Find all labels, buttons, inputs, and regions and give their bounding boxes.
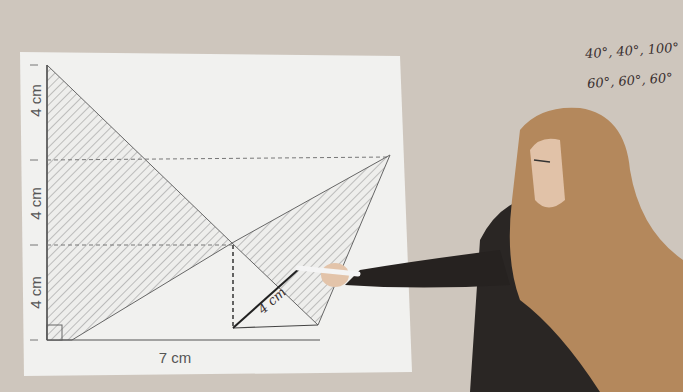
dimension-label: 7 cm	[159, 350, 192, 365]
teacher	[298, 108, 683, 392]
dimension-label: 4 cm	[27, 187, 42, 220]
dimension-label: 4 cm	[27, 84, 42, 117]
dimension-label: 4 cm	[27, 276, 42, 309]
geometry-figure	[30, 65, 390, 340]
projection-screen	[20, 52, 412, 376]
